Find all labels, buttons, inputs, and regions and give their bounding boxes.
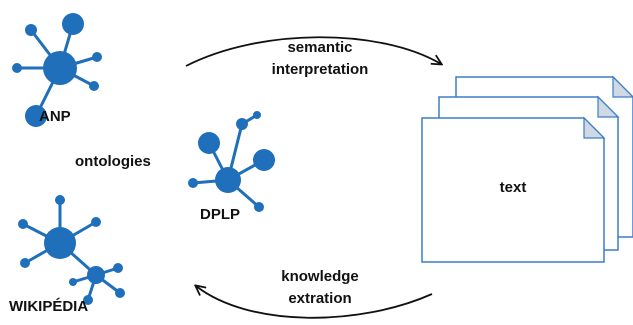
document-text-label: text bbox=[499, 179, 527, 196]
semantic-interpretation-line1: semantic bbox=[287, 39, 353, 56]
ontologies-label: ontologies bbox=[75, 153, 151, 170]
document-page-front bbox=[421, 116, 606, 263]
document-stack-icon bbox=[421, 75, 633, 263]
knowledge-extraction-line2: extration bbox=[288, 290, 352, 307]
anp-label: ANP bbox=[39, 108, 71, 125]
semantic-interpretation-line2: interpretation bbox=[271, 61, 369, 78]
dplp-network-graph-icon bbox=[188, 111, 275, 212]
semantic-interpretation-arrow bbox=[185, 36, 441, 67]
anp-network-graph-icon bbox=[12, 13, 102, 127]
wikipedia-label: WIKIPÉDIA bbox=[9, 298, 89, 315]
knowledge-extraction-label: knowledge extration bbox=[250, 266, 390, 310]
knowledge-extraction-line1: knowledge bbox=[281, 268, 359, 285]
wikipedia-network-graph-icon bbox=[18, 195, 125, 305]
semantic-interpretation-label: semantic interpretation bbox=[250, 37, 390, 81]
dplp-label: DPLP bbox=[200, 206, 241, 223]
knowledge-extraction-arrow bbox=[196, 286, 433, 319]
